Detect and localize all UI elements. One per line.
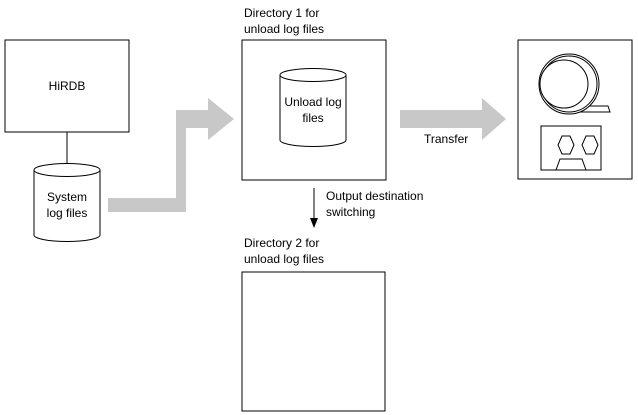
directory-2-title-1: Directory 2 for <box>244 236 319 250</box>
tape-reel-and-cassette-icon <box>538 53 611 171</box>
directory-2-box <box>241 271 386 412</box>
unload-log-files-label-1: Unload log <box>284 95 341 109</box>
system-log-files-cylinder <box>33 163 101 242</box>
unload-log-files-cylinder <box>279 68 347 147</box>
unload-log-files-label-2: files <box>302 111 323 125</box>
system-log-files-label-2: log files <box>47 206 88 220</box>
switching-arrow-head <box>310 218 318 228</box>
system-log-files-label-1: System <box>47 190 87 204</box>
switching-label-2: switching <box>326 205 375 219</box>
directory-2-title-2: unload log files <box>244 252 324 266</box>
flow-arrow-to-directory-1 <box>108 98 234 212</box>
switching-label-1: Output destination <box>326 189 423 203</box>
transfer-arrow <box>400 98 506 140</box>
transfer-label: Transfer <box>424 132 468 146</box>
hirdb-box <box>4 39 130 133</box>
directory-1-title-1: Directory 1 for <box>244 6 319 20</box>
directory-1-title-2: unload log files <box>244 22 324 36</box>
hirdb-label: HiRDB <box>49 79 86 93</box>
